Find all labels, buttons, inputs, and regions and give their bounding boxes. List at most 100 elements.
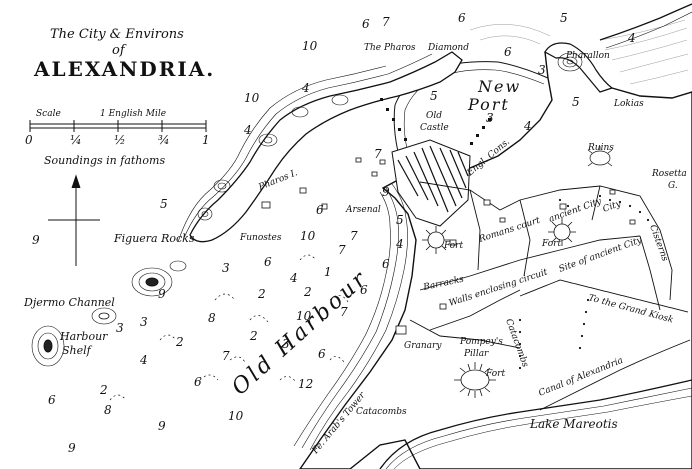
sounding: 3 bbox=[140, 315, 148, 329]
sounding: 3 bbox=[486, 111, 494, 125]
sounding: 6 bbox=[458, 11, 466, 25]
sounding: 2 bbox=[99, 383, 108, 397]
sounding: 5 bbox=[160, 197, 168, 211]
scale-tick: 1 bbox=[202, 133, 210, 147]
island-contours bbox=[177, 53, 433, 243]
scale-tick: ¼ bbox=[70, 133, 82, 147]
label-fort-arsenal: Fort bbox=[443, 241, 463, 251]
label-funostes: Funostes bbox=[239, 233, 282, 243]
label-figuera-rocks: Figuera Rocks bbox=[113, 232, 195, 245]
sounding: 6 bbox=[316, 203, 324, 217]
title-line-2: of bbox=[112, 43, 127, 58]
pharos-island bbox=[189, 51, 463, 243]
label-djermo-channel: Djermo Channel bbox=[23, 296, 115, 309]
title-block: The City & Environs of ALEXANDRIA. bbox=[33, 27, 213, 81]
label-harbour-shelf-2: Shelf bbox=[62, 344, 93, 357]
soundings-label: Soundings in fathoms bbox=[44, 154, 165, 167]
sounding: 4 bbox=[289, 271, 298, 285]
sounding: 1 bbox=[324, 265, 332, 279]
sounding: 4 bbox=[301, 81, 310, 95]
sounding: 3 bbox=[222, 261, 230, 275]
north-arrow bbox=[48, 174, 100, 266]
scale-label-left: Scale bbox=[36, 109, 61, 119]
label-old-castle-1: Old bbox=[426, 111, 442, 121]
sounding: 6 bbox=[318, 347, 326, 361]
dotted-walls bbox=[518, 194, 650, 370]
scale-tick: ¾ bbox=[158, 133, 170, 147]
sounding: 5 bbox=[430, 89, 438, 103]
sounding: 10 bbox=[300, 229, 316, 243]
soundings: 7 6 10 6 5 4 3 10 4 5 9 3 4 4 7 7 10 7 6… bbox=[32, 11, 636, 455]
label-pharos: The Pharos bbox=[364, 43, 416, 53]
sounding: 7 bbox=[350, 229, 358, 243]
sounding: 4 bbox=[627, 31, 636, 45]
label-lake-mareotis: Lake Mareotis bbox=[529, 417, 618, 431]
fort-east bbox=[548, 218, 576, 246]
label-pompeys-pillar-1: Pompey's bbox=[459, 337, 503, 347]
sounding: 3 bbox=[282, 337, 290, 351]
sounding: 4 bbox=[243, 123, 252, 137]
sounding: 3 bbox=[538, 63, 546, 77]
sounding: 4 bbox=[139, 353, 148, 367]
sounding: 10 bbox=[302, 39, 318, 53]
title-line-1: The City & Environs bbox=[50, 27, 184, 42]
sounding: 3 bbox=[116, 321, 124, 335]
label-lokias: Lokias bbox=[613, 99, 644, 109]
sounding: 2 bbox=[175, 335, 184, 349]
label-new: New bbox=[477, 77, 521, 96]
label-ruins: Ruins bbox=[587, 143, 614, 153]
buildings bbox=[261, 157, 636, 335]
scale-tick: 0 bbox=[25, 133, 33, 147]
sounding: 5 bbox=[396, 213, 404, 227]
fort-pompey bbox=[454, 362, 496, 398]
sounding: 7 bbox=[382, 15, 390, 29]
sounding: 12 bbox=[298, 377, 313, 391]
sounding: 6 bbox=[264, 255, 272, 269]
town-hatched bbox=[391, 139, 471, 227]
sounding: 9 bbox=[158, 287, 166, 301]
sounding: 4 bbox=[523, 119, 532, 133]
sounding: 10 bbox=[228, 409, 244, 423]
sounding: 5 bbox=[560, 11, 568, 25]
label-arsenal: Arsenal bbox=[345, 205, 381, 215]
scale-tick: ½ bbox=[114, 133, 126, 147]
label-rosetta-1: Rosetta bbox=[651, 169, 687, 179]
sounding: 7 bbox=[374, 147, 382, 161]
sounding: 10 bbox=[296, 309, 312, 323]
sounding: 9 bbox=[382, 185, 390, 199]
sounding: 8 bbox=[208, 311, 216, 325]
label-fort-east: Fort bbox=[541, 239, 561, 249]
sounding: 6 bbox=[194, 375, 202, 389]
offshore-rocks bbox=[31, 260, 187, 367]
label-pompeys-pillar-2: Pillar bbox=[463, 349, 489, 359]
old-harbour-shore bbox=[293, 183, 408, 451]
sounding: 4 bbox=[395, 237, 404, 251]
sounding: 9 bbox=[32, 233, 40, 247]
sounding: 7 bbox=[340, 305, 348, 319]
sounding: 6 bbox=[382, 257, 390, 271]
sounding: 6 bbox=[362, 17, 370, 31]
sounding: 5 bbox=[572, 95, 580, 109]
sounding: 6 bbox=[504, 45, 512, 59]
label-fort-pompey: Fort bbox=[485, 369, 505, 379]
shoal-marks bbox=[109, 254, 349, 401]
ruins-mound bbox=[587, 146, 613, 167]
label-rosetta-2: G. bbox=[668, 181, 678, 191]
sounding: 2 bbox=[303, 285, 312, 299]
sounding: 9 bbox=[158, 419, 166, 433]
sounding: 6 bbox=[48, 393, 56, 407]
label-catacombs: Catacombs bbox=[356, 407, 407, 417]
label-port: Port bbox=[467, 95, 510, 114]
sounding: 2 bbox=[249, 329, 258, 343]
label-granary: Granary bbox=[404, 341, 442, 351]
sounding: 7 bbox=[338, 243, 346, 257]
label-pharallon: Pharallon bbox=[565, 51, 610, 61]
scale-bar bbox=[29, 120, 207, 132]
label-harbour-shelf-1: Harbour bbox=[59, 330, 108, 343]
sea-hatching bbox=[469, 19, 689, 85]
scale-label-right: 1 English Mile bbox=[100, 109, 166, 119]
lake-mareotis-shore bbox=[379, 379, 692, 469]
sounding: 8 bbox=[104, 403, 112, 417]
mainland bbox=[299, 45, 692, 469]
